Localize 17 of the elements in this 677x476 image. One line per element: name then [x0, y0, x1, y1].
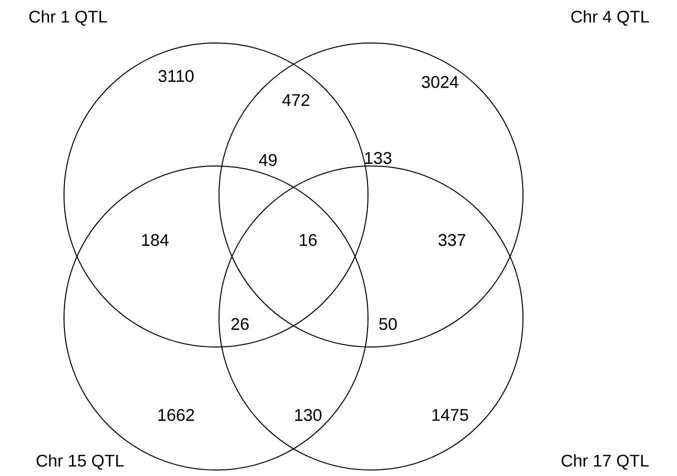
region-count: 3110: [158, 70, 194, 82]
region-count: 133: [365, 152, 392, 164]
set-label: Chr 4 QTL: [571, 10, 649, 26]
region-count: 337: [438, 234, 466, 246]
region-count: 50: [379, 318, 397, 330]
region-count: 472: [282, 94, 310, 106]
region-count: 1662: [158, 409, 194, 421]
set-label: Chr 15 QTL: [36, 454, 124, 470]
region-count: 1475: [432, 409, 468, 421]
set-label: Chr 17 QTL: [562, 454, 649, 470]
region-count: 184: [142, 234, 169, 246]
region-count: 26: [231, 318, 249, 330]
region-count: 3024: [422, 76, 458, 88]
region-count: 130: [295, 409, 322, 421]
set-label: Chr 1 QTL: [29, 10, 107, 26]
region-count: 49: [258, 154, 277, 166]
region-count: 16: [300, 234, 317, 246]
